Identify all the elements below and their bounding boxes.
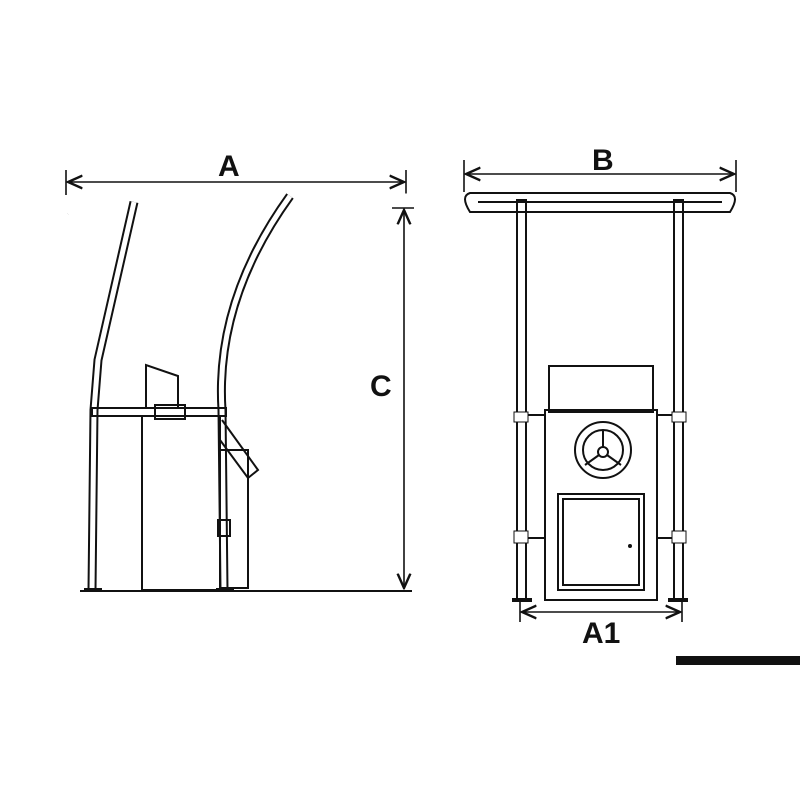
scale-bar (676, 656, 800, 665)
dimension-a-label: A (218, 150, 240, 183)
front-view: B A1 (463, 144, 737, 650)
dimension-a1-label: A1 (582, 617, 620, 650)
dimension-b-label: B (592, 144, 614, 177)
dimension-c-label: C (370, 370, 392, 403)
side-view: A C (65, 150, 414, 592)
